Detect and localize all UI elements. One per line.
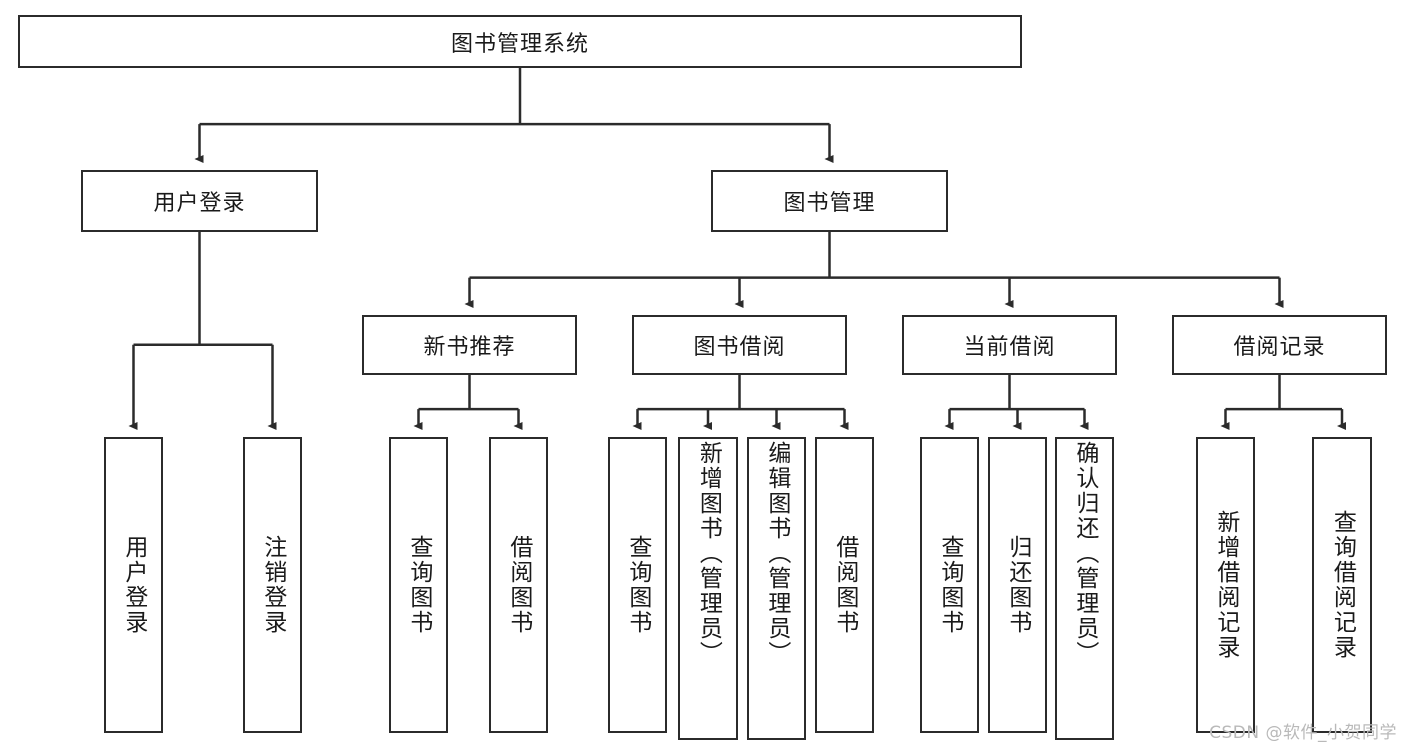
node-label: 归还图书 [1004,535,1031,635]
node-label: 借阅记录 [1233,335,1326,360]
node-label: 图书管理系统 [450,31,589,57]
node-leaf-logout[interactable]: 注销登录 [243,437,302,733]
node-label: 编辑图书（管理员） [763,441,790,666]
node-book-borrow[interactable]: 图书借阅 [632,315,847,375]
node-current-borrow[interactable]: 当前借阅 [902,315,1117,375]
node-new-book-rec[interactable]: 新书推荐 [362,315,577,375]
node-leaf-query-book-3[interactable]: 查询图书 [920,437,979,733]
node-label: 图书借阅 [693,335,786,360]
node-root[interactable]: 图书管理系统 [18,15,1022,68]
node-leaf-query-record[interactable]: 查询借阅记录 [1312,437,1372,733]
node-user-login[interactable]: 用户登录 [81,170,318,232]
node-leaf-borrow-book-2[interactable]: 借阅图书 [815,437,874,733]
node-label: 查询图书 [624,535,651,635]
node-label: 确认归还（管理员） [1071,441,1098,666]
node-leaf-confirm-return-admin[interactable]: 确认归还（管理员） [1055,437,1114,740]
node-borrow-record[interactable]: 借阅记录 [1172,315,1387,375]
node-book-manage[interactable]: 图书管理 [711,170,948,232]
node-label: 用户登录 [153,191,246,216]
node-label: 注销登录 [259,535,286,635]
node-leaf-borrow-book-1[interactable]: 借阅图书 [489,437,548,733]
node-label: 借阅图书 [831,535,858,635]
node-leaf-query-book-1[interactable]: 查询图书 [389,437,448,733]
node-leaf-user-login[interactable]: 用户登录 [104,437,163,733]
node-label: 查询图书 [936,535,963,635]
node-leaf-query-book-2[interactable]: 查询图书 [608,437,667,733]
node-leaf-add-record[interactable]: 新增借阅记录 [1196,437,1255,733]
node-label: 查询借阅记录 [1329,510,1356,660]
node-label: 用户登录 [120,535,147,635]
watermark-text: CSDN @软件_小贺同学 [1209,723,1397,743]
node-label: 查询图书 [405,535,432,635]
node-label: 新增图书（管理员） [695,441,722,666]
node-label: 新增借阅记录 [1212,510,1239,660]
node-label: 借阅图书 [505,535,532,635]
node-label: 图书管理 [783,191,876,216]
node-label: 当前借阅 [963,335,1056,360]
node-leaf-return-book[interactable]: 归还图书 [988,437,1047,733]
node-leaf-edit-book-admin[interactable]: 编辑图书（管理员） [747,437,806,740]
node-label: 新书推荐 [423,335,516,360]
node-leaf-add-book-admin[interactable]: 新增图书（管理员） [678,437,738,740]
